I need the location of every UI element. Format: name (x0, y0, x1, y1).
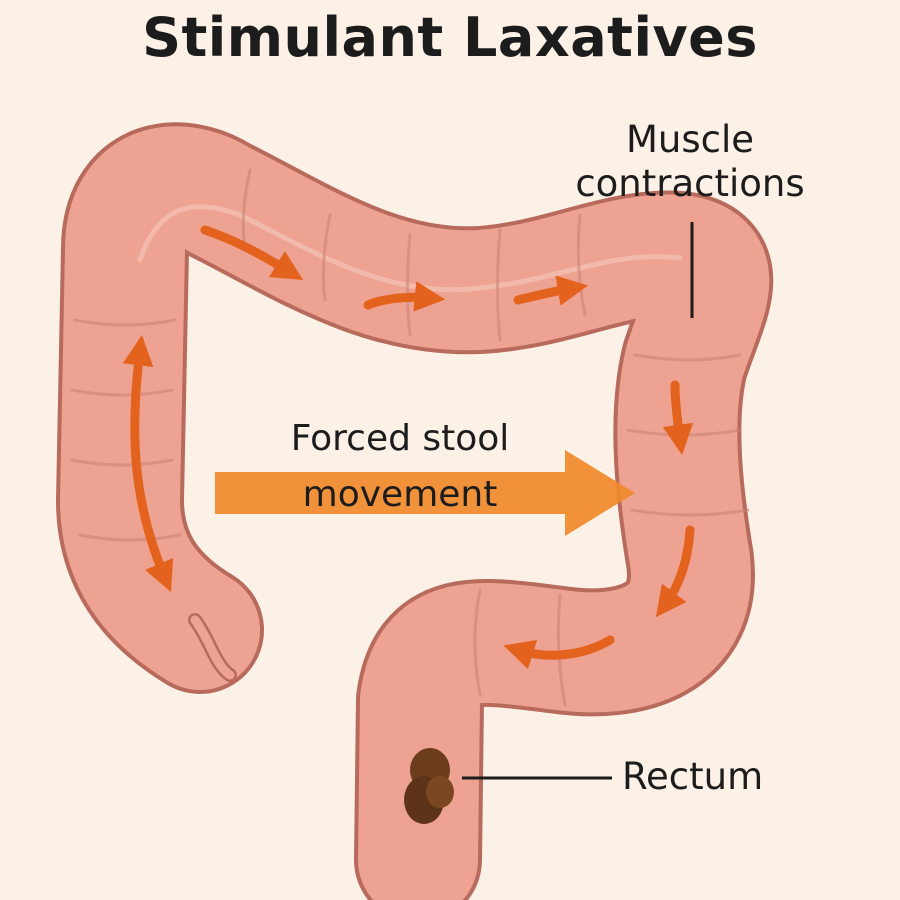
colon (56, 122, 774, 900)
stool (404, 748, 454, 824)
arrow-sigmoid (503, 635, 615, 670)
peristalsis-arrows (122, 225, 695, 670)
label-muscle-line2: contractions (575, 161, 805, 205)
arrow-transverse-1 (200, 225, 304, 280)
arrow-transverse-3 (513, 275, 589, 306)
label-movement: movement (302, 474, 498, 515)
arrow-ascending-bidirectional (122, 334, 174, 593)
arrow-transverse-2 (363, 281, 446, 312)
label-forced-stool: Forced stool (290, 418, 510, 459)
label-rectum: Rectum (622, 755, 764, 798)
colon-body (60, 126, 770, 900)
arrow-descending-1 (662, 380, 694, 456)
forced-movement-arrow (215, 450, 635, 536)
page-title: Stimulant Laxatives (142, 6, 758, 69)
arrow-descending-2 (655, 525, 695, 618)
label-muscle-contractions: Muscle contractions (540, 118, 840, 205)
label-muscle-line1: Muscle (625, 118, 755, 161)
colon-highlight (137, 204, 683, 293)
